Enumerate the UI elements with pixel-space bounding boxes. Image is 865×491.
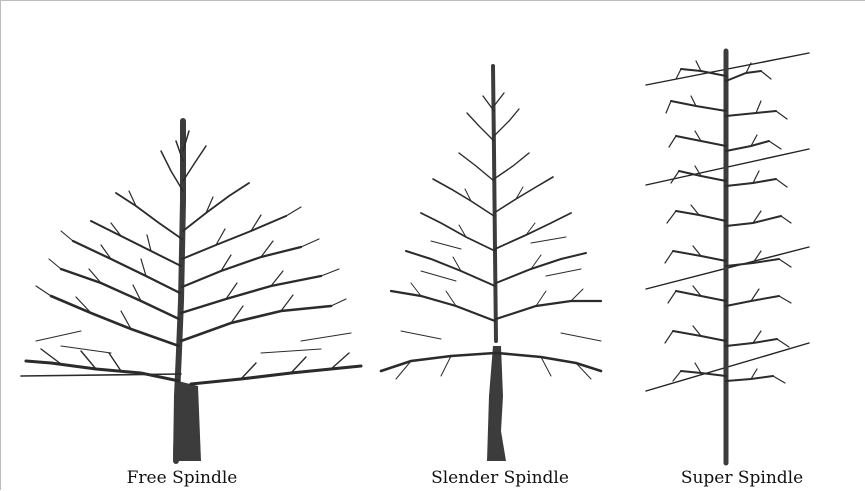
caption-slender-spindle: Slender Spindle xyxy=(431,466,569,490)
slender-spindle-trunk xyxy=(493,66,496,341)
caption-free-spindle: Free Spindle xyxy=(127,466,238,490)
super-spindle-tree xyxy=(646,51,809,463)
free-spindle-tree xyxy=(21,121,361,461)
slender-spindle-tree xyxy=(381,66,601,461)
caption-super-spindle: Super Spindle xyxy=(681,466,803,490)
